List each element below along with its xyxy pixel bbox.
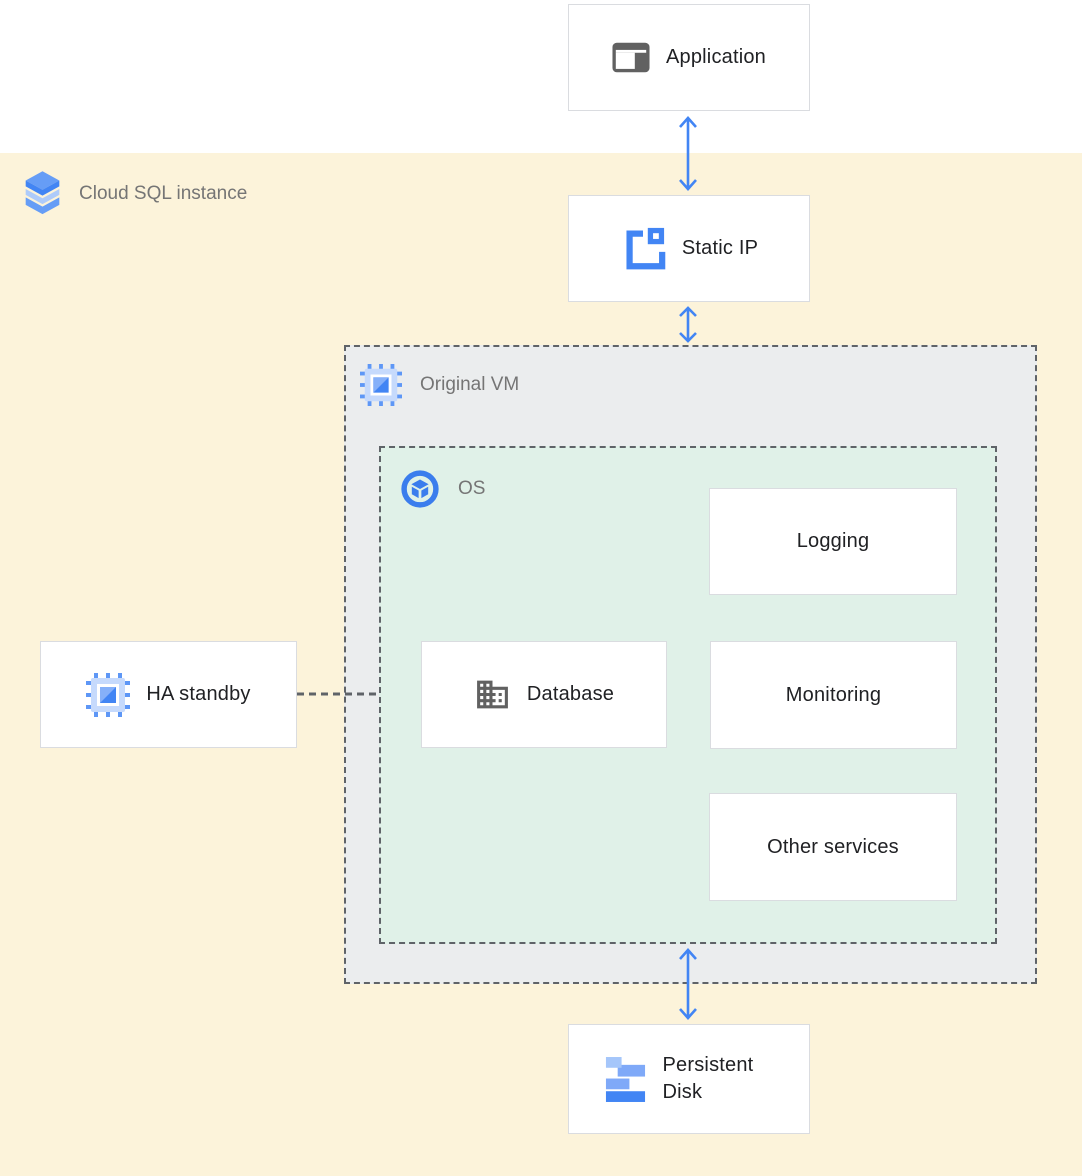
node-label: Other services [767,835,899,858]
persistent-disk-icon [604,1055,647,1104]
os-label: OS [400,469,485,509]
os-text: OS [458,478,486,499]
node-label: Logging [796,530,870,552]
arrow-staticip-vm [679,306,697,343]
node-persistent-disk: Persistent Disk [568,1024,810,1134]
node-static-ip: Static IP [568,195,810,302]
node-application: Application [568,4,810,111]
arrow-application-staticip [679,116,697,191]
node-label: Monitoring [785,683,882,706]
node-other-services: Other services [709,793,957,901]
cloud-sql-instance-label: Cloud SQL instance [24,168,247,220]
arrow-os-persistentdisk [679,948,697,1020]
original-vm-text: Original VM [420,374,520,395]
static-ip-icon [620,226,666,272]
node-label: Static IP [681,237,759,259]
connector-hastandby-os [297,692,379,696]
building-icon [474,676,511,713]
cloud-sql-icon [24,168,61,220]
cloud-sql-instance-text: Cloud SQL instance [79,183,248,204]
node-label: Persistent Disk [662,1054,754,1103]
compute-chip-icon [86,672,131,717]
application-window-icon [612,42,650,73]
node-database: Database [421,641,667,748]
os-image-icon [400,469,440,509]
node-ha-standby: HA standby [40,641,297,748]
original-vm-label: Original VM [360,364,519,406]
compute-chip-icon [360,364,402,406]
node-label: Application [665,46,767,68]
node-logging: Logging [709,488,957,595]
node-label: HA standby [146,683,251,705]
node-label: Database [526,683,615,705]
node-monitoring: Monitoring [710,641,957,749]
